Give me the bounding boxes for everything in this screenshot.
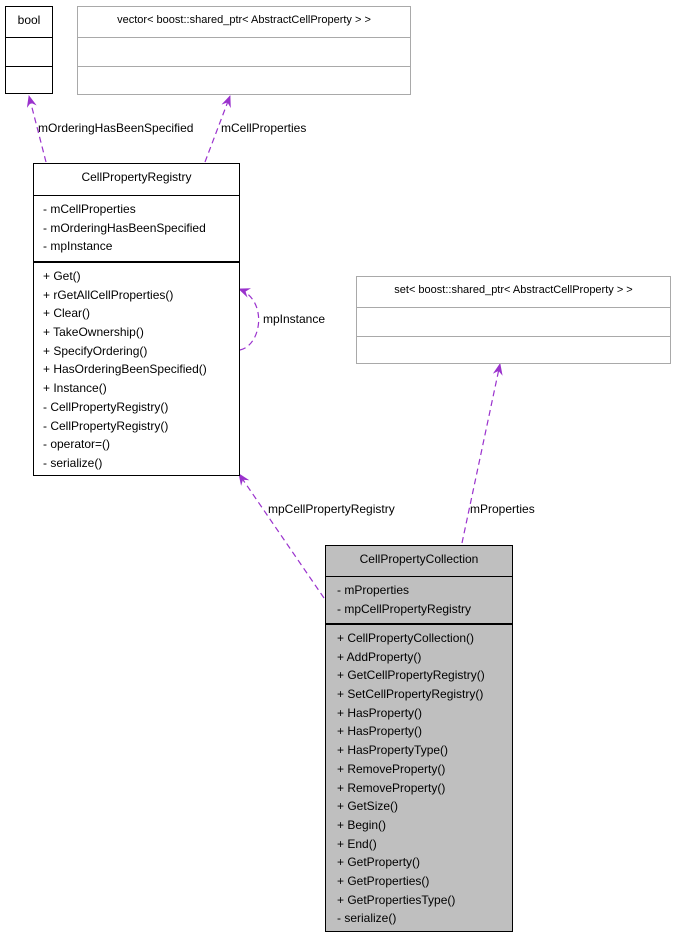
method-row: + Begin() — [337, 817, 387, 832]
class-name: CellPropertyCollection — [359, 552, 479, 566]
method-row: + Clear() — [43, 306, 91, 321]
attributes-section — [357, 307, 670, 336]
attributes-section: - mCellProperties - mOrderingHasBeenSpeci… — [34, 195, 239, 261]
method-row: + TakeOwnership() — [43, 325, 144, 340]
method-row: - serialize() — [43, 455, 103, 470]
attributes-section — [6, 37, 52, 66]
attributes-section — [78, 37, 410, 66]
methods-section — [357, 336, 670, 363]
method-row: + GetPropertiesType() — [337, 892, 456, 907]
class-cell-property-collection[interactable]: CellPropertyCollection - mProperties - mp… — [325, 545, 513, 932]
method-row: + GetSize() — [337, 799, 399, 814]
attribute-row: - mpInstance — [43, 239, 113, 254]
method-row: + SpecifyOrdering() — [43, 343, 148, 358]
class-name: set< boost::shared_ptr< AbstractCellProp… — [394, 284, 633, 296]
attributes-section: - mProperties - mpCellPropertyRegistry — [326, 576, 512, 623]
attribute-row: - mProperties — [337, 583, 410, 597]
method-row: + HasOrderingBeenSpecified() — [43, 362, 207, 377]
edge-ordering — [26, 95, 47, 163]
class-set[interactable]: set< boost::shared_ptr< AbstractCellProp… — [356, 276, 671, 364]
method-row: + End() — [337, 836, 377, 851]
method-row: + GetProperties() — [337, 873, 430, 888]
class-name: CellPropertyRegistry — [81, 170, 192, 184]
methods-section: + Get() + rGetAllCellProperties() + Clear(… — [34, 261, 239, 475]
method-row: + RemoveProperty() — [337, 761, 446, 776]
class-bool[interactable]: bool — [5, 6, 53, 94]
method-row: + rGetAllCellProperties() — [43, 287, 174, 302]
method-row: + AddProperty() — [337, 649, 422, 664]
methods-section — [78, 66, 410, 94]
class-name: bool — [17, 13, 41, 27]
method-row: - serialize() — [337, 911, 397, 926]
edge-mpinstance — [238, 288, 260, 351]
method-row: + HasProperty() — [337, 705, 423, 720]
method-row: - operator=() — [43, 437, 111, 452]
method-row: + GetCellPropertyRegistry() — [337, 668, 485, 683]
methods-section — [6, 66, 52, 93]
method-row: - CellPropertyRegistry() — [43, 418, 169, 433]
edge-label-cellproperties: mCellProperties — [221, 121, 307, 135]
method-row: + HasProperty() — [337, 724, 423, 739]
edge-properties — [461, 363, 503, 544]
method-row: + Get() — [43, 269, 81, 283]
class-name: vector< boost::shared_ptr< AbstractCellP… — [117, 14, 371, 26]
edge-label-registry: mpCellPropertyRegistry — [268, 502, 395, 516]
attribute-row: - mpCellPropertyRegistry — [337, 601, 472, 616]
method-row: + CellPropertyCollection() — [337, 631, 475, 645]
edge-registry — [238, 473, 325, 599]
method-row: + Instance() — [43, 381, 107, 396]
edge-label-properties: mProperties — [470, 502, 535, 516]
method-row: + HasPropertyType() — [337, 743, 449, 758]
edge-cellproperties — [204, 95, 231, 163]
class-cell-property-registry[interactable]: CellPropertyRegistry - mCellProperties- … — [33, 163, 240, 476]
class-vector[interactable]: vector< boost::shared_ptr< AbstractCellP… — [77, 6, 411, 95]
methods-section: + CellPropertyCollection() + AddProperty(… — [326, 623, 512, 931]
method-row: + RemoveProperty() — [337, 780, 446, 795]
edge-label-instance: mpInstance — [263, 312, 326, 326]
edge-label-ordering: mOrderingHasBeenSpecified — [38, 121, 194, 135]
method-row: + GetProperty() — [337, 855, 421, 870]
method-row: - CellPropertyRegistry() — [43, 399, 169, 414]
method-row: + SetCellPropertyRegistry() — [337, 687, 484, 702]
attribute-row: - mOrderingHasBeenSpecified — [43, 220, 206, 235]
attribute-row: - mCellProperties — [43, 202, 136, 216]
